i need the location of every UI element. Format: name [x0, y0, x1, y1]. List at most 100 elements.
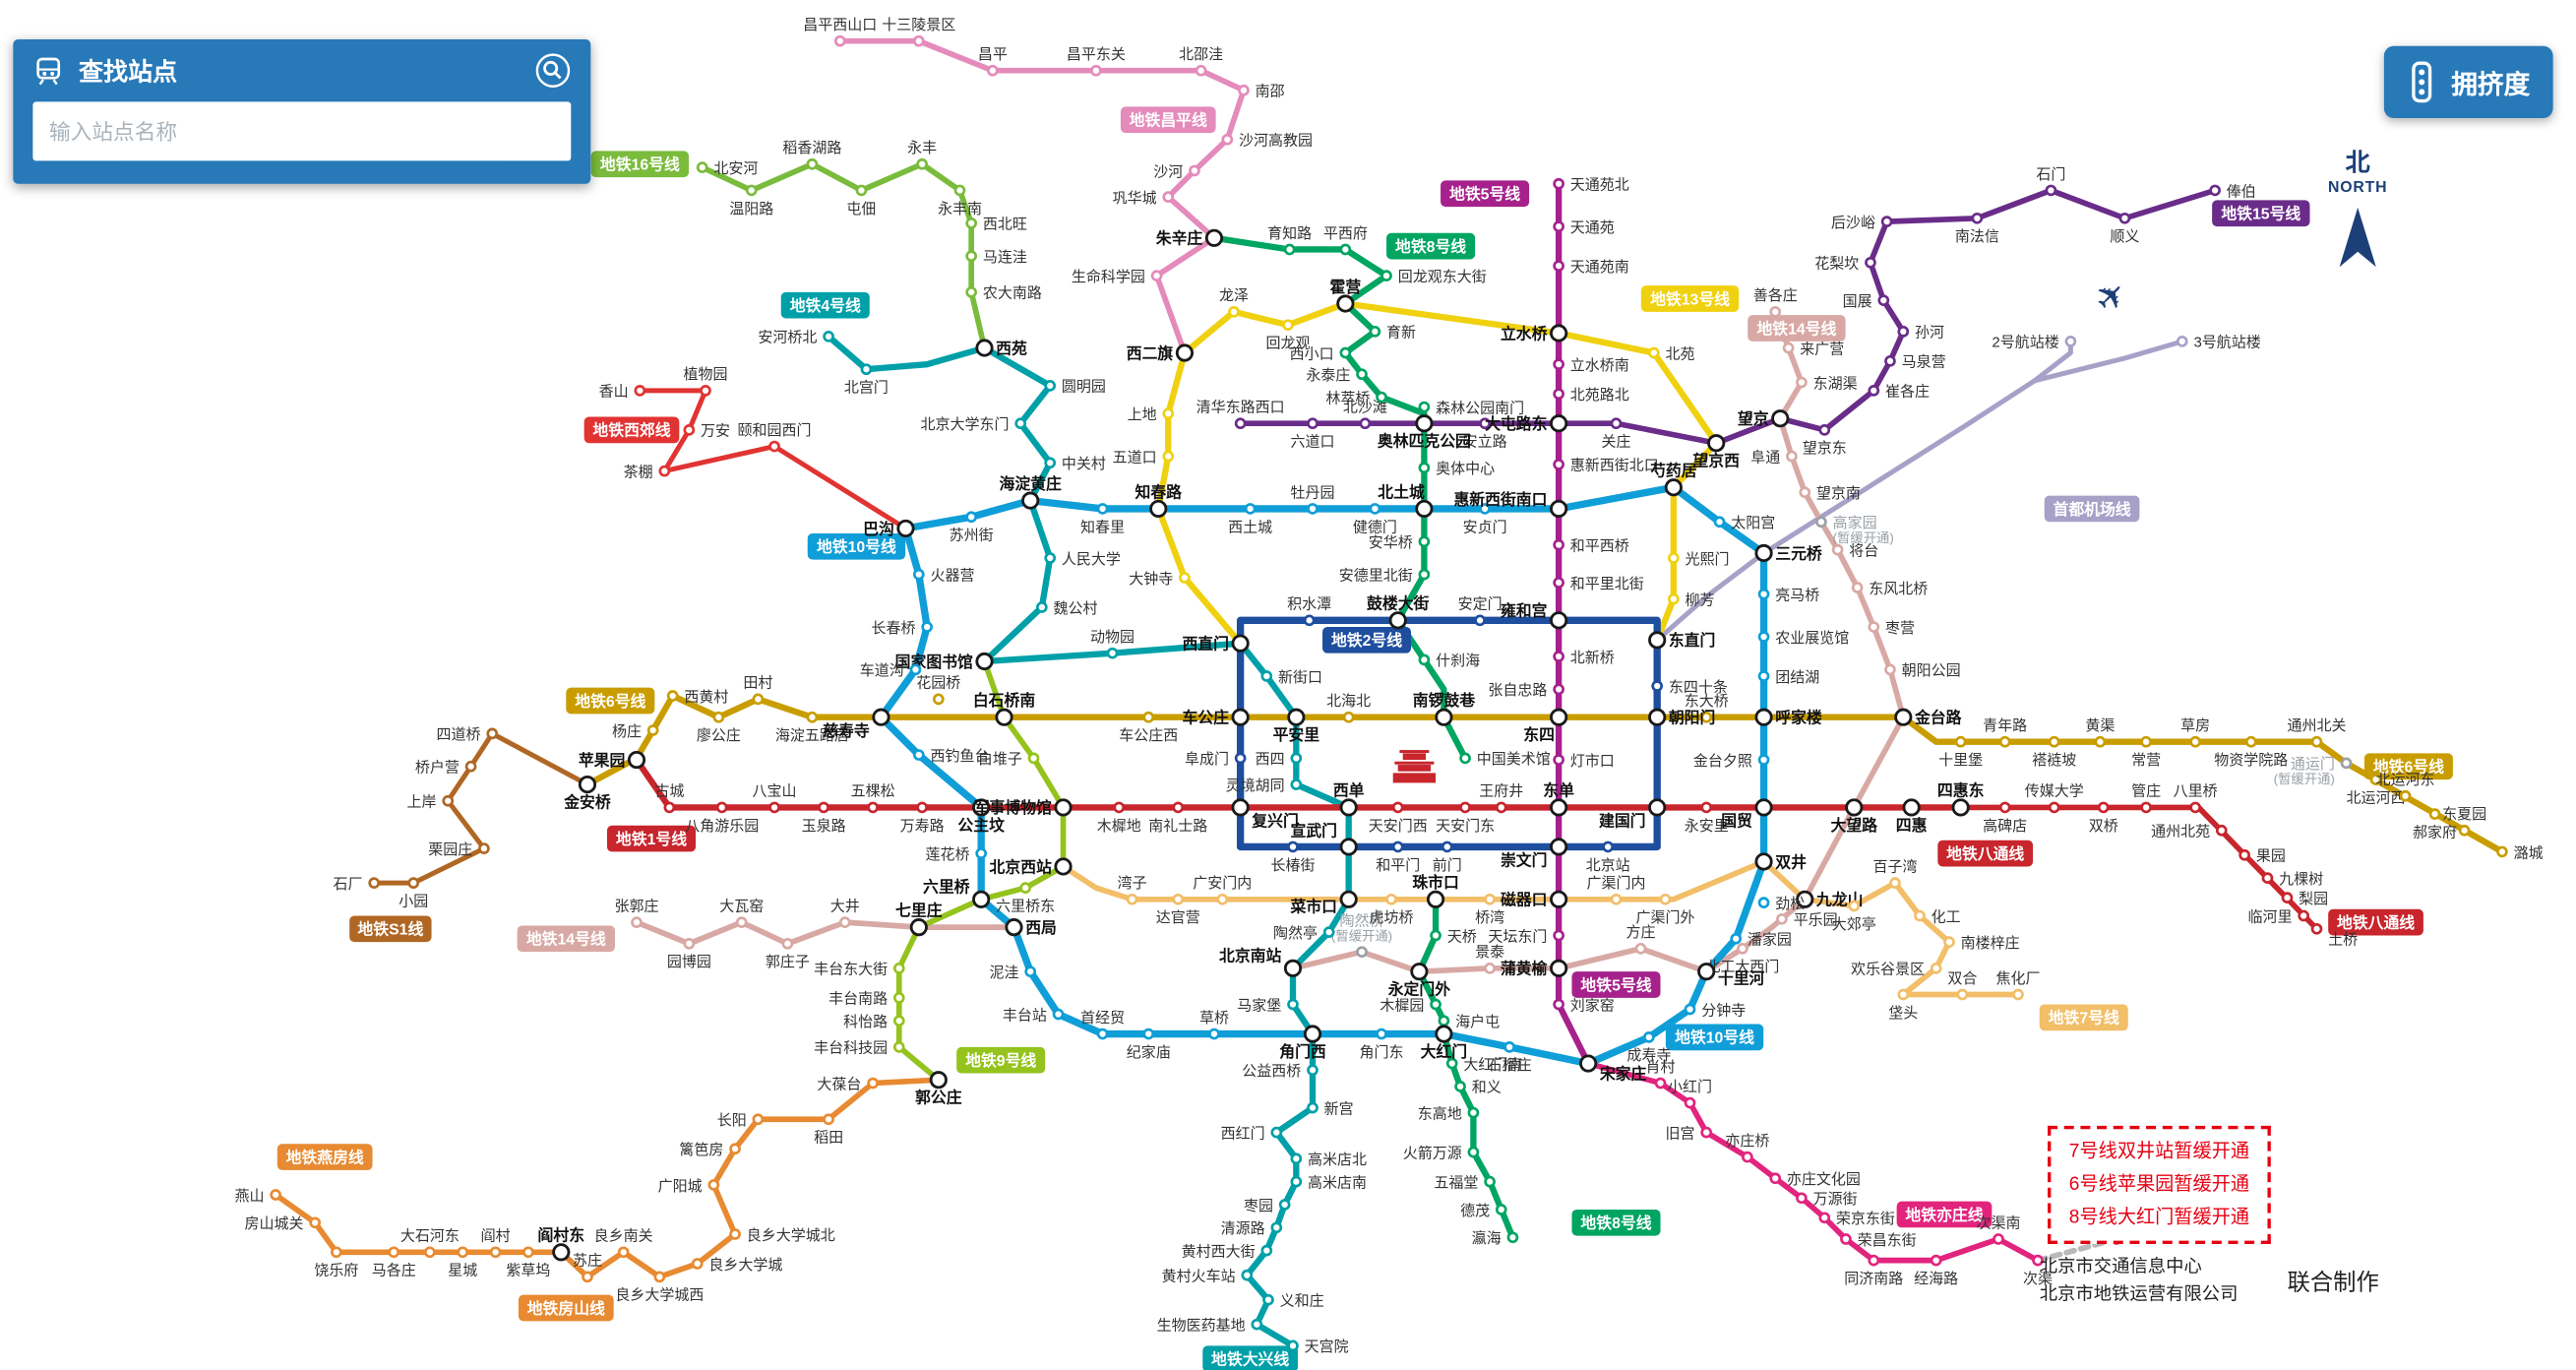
station-北工大西门[interactable]: 北工大西门: [1705, 942, 1779, 975]
station-金台路[interactable]: 金台路: [1894, 709, 1962, 727]
station-立水桥[interactable]: 立水桥: [1501, 324, 1568, 342]
station-稻香湖路[interactable]: 稻香湖路: [782, 140, 841, 170]
station-石门[interactable]: 石门: [2036, 166, 2065, 197]
station-阜通[interactable]: 阜通: [1750, 449, 1798, 466]
station-柳芳[interactable]: 柳芳: [1668, 592, 1715, 608]
station-焦化厂[interactable]: 焦化厂: [1996, 970, 2041, 1001]
station-长阳[interactable]: 长阳: [717, 1112, 765, 1129]
station-望京东[interactable]: 望京东: [1803, 424, 1847, 457]
station-郭公庄[interactable]: 郭公庄: [915, 1071, 962, 1107]
station-宋家庄[interactable]: 宋家庄: [1579, 1054, 1646, 1084]
station-人民大学[interactable]: 人民大学: [1044, 551, 1121, 568]
station-前门[interactable]: 前门: [1433, 841, 1462, 874]
station-生物医药基地[interactable]: 生物医药基地: [1157, 1318, 1263, 1335]
station-白石桥南[interactable]: 白石桥南: [973, 691, 1035, 726]
station-旧宫[interactable]: 旧宫: [1666, 1125, 1713, 1142]
station-王府井[interactable]: 王府井: [1479, 783, 1523, 814]
station-杨庄[interactable]: 杨庄: [612, 722, 659, 740]
station-南锣鼓巷[interactable]: 南锣鼓巷: [1413, 691, 1475, 726]
station-香山[interactable]: 香山: [599, 384, 646, 401]
station-枣园[interactable]: 枣园: [1244, 1198, 1291, 1214]
station-温阳路[interactable]: 温阳路: [729, 184, 773, 218]
station-纪家庙[interactable]: 纪家庙: [1127, 1028, 1171, 1061]
station-育知路[interactable]: 育知路: [1267, 225, 1312, 256]
station-八里桥[interactable]: 八里桥: [2174, 783, 2218, 814]
station-动物园[interactable]: 动物园: [1090, 629, 1135, 659]
station-大郊亭[interactable]: 大郊亭: [1832, 900, 1876, 933]
station-黄村火车站[interactable]: 黄村火车站: [1162, 1268, 1254, 1284]
station-郝家府[interactable]: 郝家府: [2413, 808, 2457, 841]
station-北苑路北[interactable]: 北苑路北: [1553, 387, 1629, 404]
station-科怡路[interactable]: 科怡路: [843, 1014, 905, 1030]
station-宣武门[interactable]: 宣武门: [1291, 822, 1358, 856]
station-大屯路东[interactable]: 大屯路东: [1485, 414, 1568, 433]
station-园博园[interactable]: 园博园: [667, 937, 711, 970]
station-霍营[interactable]: 霍营: [1330, 278, 1362, 313]
station-北邵洼[interactable]: 北邵洼: [1179, 46, 1223, 77]
station-良乡南关[interactable]: 良乡南关: [594, 1228, 653, 1259]
station-稻田[interactable]: 稻田: [814, 1113, 843, 1147]
station-奥林匹克公园[interactable]: 奥林匹克公园: [1378, 414, 1471, 451]
station-中关村[interactable]: 中关村: [1044, 456, 1106, 472]
station-积水潭[interactable]: 积水潭: [1287, 596, 1331, 627]
station-大石河东[interactable]: 大石河东: [400, 1228, 460, 1259]
station-林萃桥[interactable]: 林萃桥: [1325, 390, 1387, 406]
station-草桥[interactable]: 草桥: [1199, 1010, 1229, 1040]
station-五棵松[interactable]: 五棵松: [851, 783, 895, 814]
station-西苑[interactable]: 西苑: [975, 339, 1027, 357]
station-海户屯[interactable]: 海户屯: [1438, 1014, 1500, 1030]
station-北海北[interactable]: 北海北: [1326, 693, 1371, 723]
station-十里河[interactable]: 十里河: [1697, 963, 1765, 988]
station-篱笆房[interactable]: 篱笆房: [679, 1142, 741, 1158]
station-上岸[interactable]: 上岸: [407, 794, 455, 811]
station-西北旺[interactable]: 西北旺: [965, 217, 1027, 233]
station-双井[interactable]: 双井: [1754, 852, 1807, 871]
station-后沙峪[interactable]: 后沙峪: [1831, 215, 1893, 231]
station-海淀黄庄[interactable]: 海淀黄庄: [1000, 474, 1062, 510]
station-角门西[interactable]: 角门西: [1279, 1025, 1326, 1061]
station-通州北关[interactable]: 通州北关: [2288, 717, 2347, 748]
station-虎坊桥[interactable]: 虎坊桥: [1370, 893, 1414, 926]
station-成寿寺[interactable]: 成寿寺: [1626, 1031, 1671, 1064]
station-惠新西街南口[interactable]: 惠新西街南口: [1453, 490, 1568, 519]
station-农大南路[interactable]: 农大南路: [965, 285, 1042, 302]
station-崔各庄[interactable]: 崔各庄: [1868, 383, 1930, 401]
station-广阳城[interactable]: 广阳城: [658, 1178, 720, 1195]
station-北京南站[interactable]: 北京南站: [1219, 946, 1303, 977]
station-分钟寺[interactable]: 分钟寺: [1684, 1002, 1746, 1019]
station-十里堡[interactable]: 十里堡: [1938, 735, 1983, 769]
station-平乐园[interactable]: 平乐园: [1776, 912, 1838, 929]
station-俸伯[interactable]: 俸伯: [2209, 183, 2256, 200]
station-双桥[interactable]: 双桥: [2089, 801, 2118, 835]
station-陶然亭[interactable]: 陶然亭: [1273, 924, 1335, 942]
station-天通苑南[interactable]: 天通苑南: [1553, 259, 1629, 276]
station-植物园[interactable]: 植物园: [684, 366, 728, 397]
station-南礼士路[interactable]: 南礼士路: [1148, 801, 1207, 835]
station-木樨地[interactable]: 木樨地: [1097, 801, 1141, 835]
station-七里庄[interactable]: 七里庄: [895, 901, 943, 937]
station-蒲黄榆[interactable]: 蒲黄榆: [1501, 960, 1568, 978]
station-回龙观[interactable]: 回龙观: [1265, 319, 1310, 352]
station-星城[interactable]: 星城: [448, 1246, 477, 1279]
station-北京大学东门[interactable]: 北京大学东门: [920, 416, 1027, 433]
station-饶乐府[interactable]: 饶乐府: [314, 1246, 358, 1279]
station-大井[interactable]: 大井: [830, 898, 860, 928]
station-丰台科技园[interactable]: 丰台科技园: [814, 1040, 905, 1057]
station-中国美术馆[interactable]: 中国美术馆: [1459, 751, 1551, 768]
station-茶棚[interactable]: 茶棚: [624, 464, 671, 480]
station-平安里[interactable]: 平安里: [1273, 708, 1320, 744]
station-西红门[interactable]: 西红门: [1221, 1125, 1283, 1142]
station-西小口[interactable]: 西小口: [1290, 345, 1352, 362]
station-农业展览馆[interactable]: 农业展览馆: [1757, 630, 1849, 647]
station-安河桥北[interactable]: 安河桥北: [758, 330, 834, 346]
station-菜市口[interactable]: 菜市口: [1290, 890, 1358, 915]
station-荣昌东街[interactable]: 荣昌东街: [1840, 1232, 1917, 1249]
station-古城[interactable]: 古城: [654, 783, 684, 814]
station-军事博物馆[interactable]: 军事博物馆: [974, 798, 1073, 817]
station-大红门[interactable]: 大红门: [1421, 1025, 1468, 1061]
station-阜成门[interactable]: 阜成门: [1185, 751, 1247, 768]
station-永丰南[interactable]: 永丰南: [938, 184, 982, 218]
station-六道口[interactable]: 六道口: [1290, 417, 1335, 451]
station-永泰庄[interactable]: 永泰庄: [1306, 366, 1368, 384]
station-安华桥[interactable]: 安华桥: [1369, 534, 1431, 551]
